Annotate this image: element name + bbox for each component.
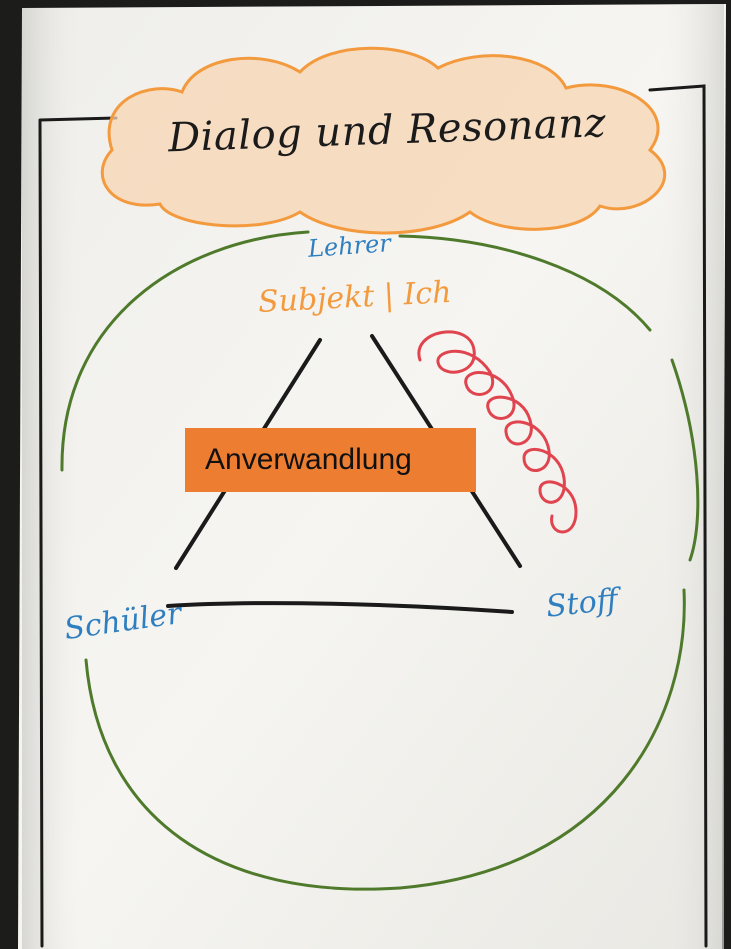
lehrer-label: Lehrer [307, 229, 392, 263]
stoff-label: Stoff [544, 582, 620, 625]
triangle-base [166, 601, 514, 614]
resonance-spiral [417, 330, 578, 534]
frame-right-line [648, 84, 708, 948]
title-cloud [100, 46, 667, 235]
paper-shade-right [660, 4, 724, 949]
anverwandlung-box: Anverwandlung [185, 428, 476, 492]
frame-left-line [38, 116, 118, 948]
anverwandlung-text: Anverwandlung [205, 443, 412, 476]
paper-shade-left [22, 8, 82, 949]
resonance-circle [60, 230, 700, 891]
